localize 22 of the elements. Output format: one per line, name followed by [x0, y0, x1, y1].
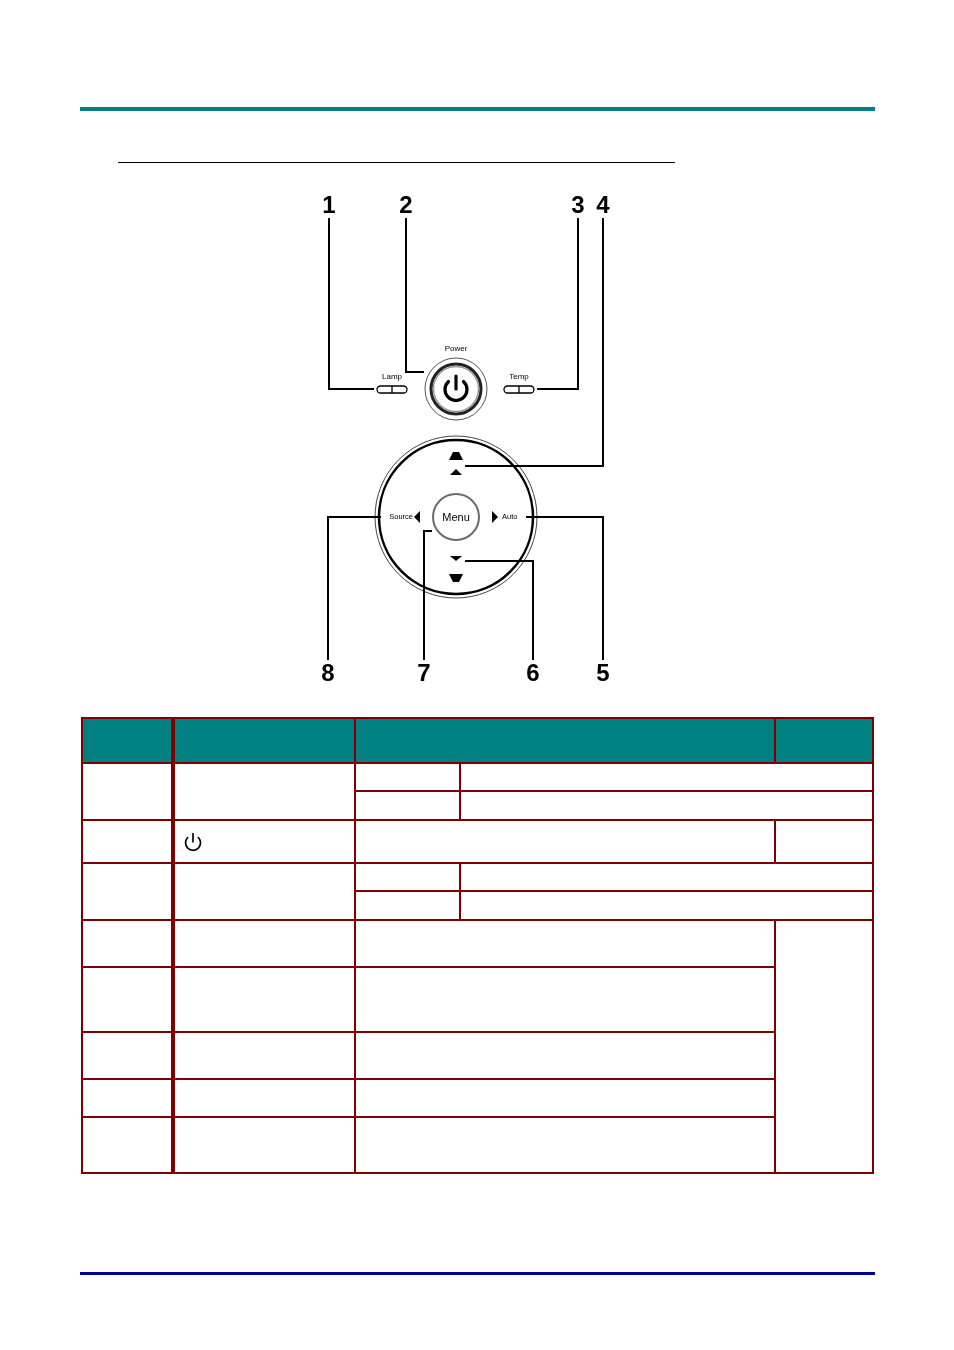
- leader-line: [536, 217, 579, 390]
- callout-number: 4: [593, 192, 613, 218]
- leader-line: [405, 217, 425, 373]
- indicator-label: Temp: [509, 372, 529, 381]
- callout-number: 3: [568, 192, 588, 218]
- callout-number: 8: [318, 660, 338, 686]
- leader-line: [328, 217, 375, 390]
- callout-number: 5: [593, 660, 613, 686]
- up-arrow-key: [447, 451, 465, 477]
- button-label: Power: [444, 343, 468, 354]
- leader-line: [525, 516, 604, 661]
- callout-number: 6: [523, 660, 543, 686]
- leader-line: [423, 530, 433, 661]
- leader-line: [464, 560, 534, 661]
- callout-number: 2: [396, 192, 416, 218]
- callout-number: 1: [319, 192, 339, 218]
- leader-line: [327, 516, 382, 661]
- leader-line: [464, 217, 604, 467]
- indicator-label: Lamp: [382, 372, 402, 381]
- down-arrow-key: [447, 555, 465, 583]
- menu-button: Menu: [432, 493, 480, 541]
- callout-number: 7: [414, 660, 434, 686]
